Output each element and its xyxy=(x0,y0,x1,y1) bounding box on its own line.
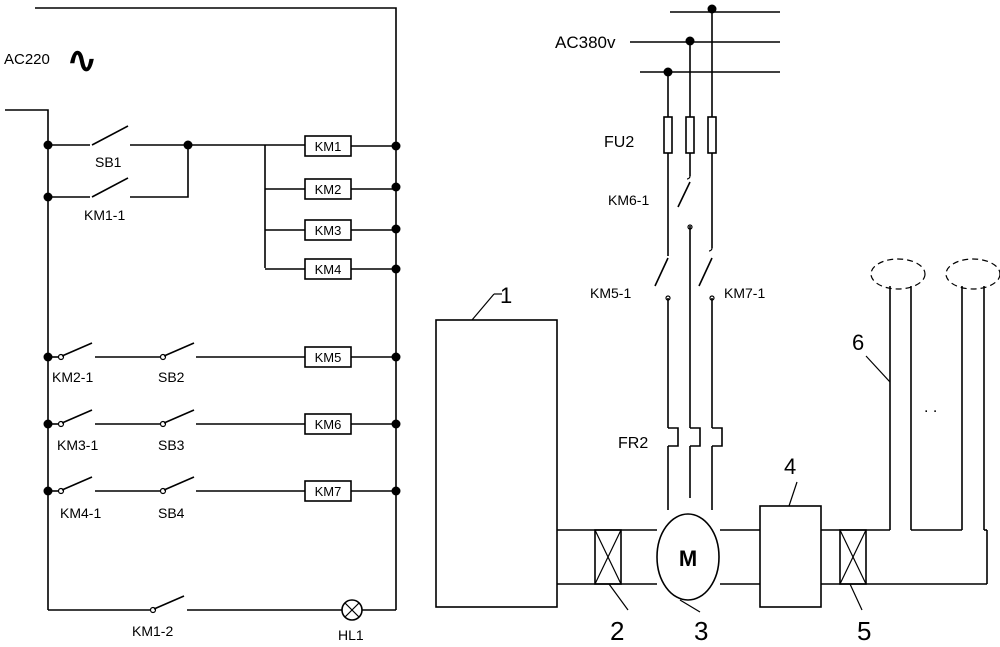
component-2-coupling xyxy=(595,530,621,584)
sb1-switch xyxy=(92,126,128,145)
ac220-label: AC220 xyxy=(4,51,50,68)
ellipsis-label: . . xyxy=(924,399,937,416)
motor-label: M xyxy=(679,546,697,571)
sb4-label: SB4 xyxy=(158,505,185,521)
coil-km1: KM1 xyxy=(305,136,351,156)
km4-1-label: KM4-1 xyxy=(60,505,101,521)
ac-wave-icon: ∿ xyxy=(66,40,98,82)
component-6-number: 6 xyxy=(852,330,864,355)
km1-2-label: KM1-2 xyxy=(132,623,173,639)
ac380-label: AC380v xyxy=(555,33,616,52)
sb2-switch xyxy=(164,343,194,356)
left-bus xyxy=(5,110,48,610)
coil-km5: KM5 xyxy=(305,347,351,367)
mechanical-assembly: 1 2 M 3 4 5 xyxy=(436,259,1000,646)
km2-1-label: KM2-1 xyxy=(52,369,93,385)
component-4-number: 4 xyxy=(784,454,796,479)
km7-1-label: KM7-1 xyxy=(724,285,765,301)
fr2-label: FR2 xyxy=(618,435,648,452)
km5-1-label: KM5-1 xyxy=(590,285,631,301)
km6-label: KM6 xyxy=(315,417,342,432)
fuse-fu2 xyxy=(664,117,716,153)
km5-label: KM5 xyxy=(315,350,342,365)
coil-km7: KM7 xyxy=(305,481,351,501)
km2-label: KM2 xyxy=(315,182,342,197)
component-5-number: 5 xyxy=(857,616,871,646)
coil-km2: KM2 xyxy=(305,179,351,199)
km1-label: KM1 xyxy=(315,139,342,154)
sb4-switch xyxy=(164,477,194,490)
km1-2-contact xyxy=(154,596,184,609)
sb1-label: SB1 xyxy=(95,154,122,170)
km3-label: KM3 xyxy=(315,223,342,238)
hl1-label: HL1 xyxy=(338,627,364,643)
km7-label: KM7 xyxy=(315,484,342,499)
component-1-number: 1 xyxy=(500,283,512,308)
km3-1-label: KM3-1 xyxy=(57,437,98,453)
km6-1-label: KM6-1 xyxy=(608,192,649,208)
km3-1-contact xyxy=(62,410,92,423)
coil-km6: KM6 xyxy=(305,414,351,434)
coil-km4: KM4 xyxy=(305,259,351,279)
km1-1-contact xyxy=(92,178,128,197)
fu2-label: FU2 xyxy=(604,134,634,151)
km4-label: KM4 xyxy=(315,262,342,277)
km4-1-contact xyxy=(62,477,92,490)
component-4-box xyxy=(760,506,821,607)
lamp-hl1 xyxy=(342,600,362,620)
sb3-switch xyxy=(164,410,194,423)
sb2-label: SB2 xyxy=(158,369,185,385)
power-circuit: AC380v FU2 KM6-1 KM5-1 xyxy=(555,5,780,511)
km2-1-contact xyxy=(62,343,92,356)
component-3-number: 3 xyxy=(694,616,708,646)
km5-1-contact xyxy=(655,258,668,286)
km7-1-contact xyxy=(699,258,712,286)
component-5-coupling xyxy=(840,530,866,584)
coil-km3: KM3 xyxy=(305,220,351,240)
thermal-relay-fr2 xyxy=(668,428,722,446)
km1-1-label: KM1-1 xyxy=(84,207,125,223)
component-1-box xyxy=(436,320,557,607)
component-6-tubes xyxy=(871,259,1000,530)
sb3-label: SB3 xyxy=(158,437,185,453)
km6-1-contact xyxy=(678,182,690,207)
control-circuit: AC220 ∿ SB1 KM1-1 KM1 KM2 xyxy=(4,8,401,643)
component-2-number: 2 xyxy=(610,616,624,646)
